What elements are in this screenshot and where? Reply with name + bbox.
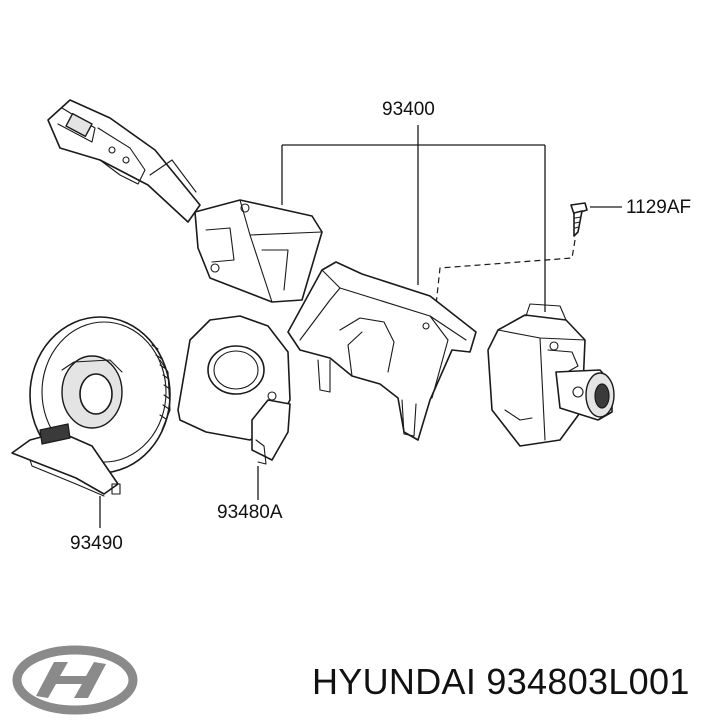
combination-lever-switch <box>47 99 323 303</box>
hyundai-logo <box>12 645 138 715</box>
label-93400: 93400 <box>382 99 435 120</box>
label-93480a: 93480A <box>217 502 283 523</box>
ignition-switch-assembly <box>487 303 615 447</box>
leader-lines-1129af <box>435 206 622 306</box>
switch-body-bracket <box>287 261 477 441</box>
product-caption: HYUNDAI 934803L001 <box>312 661 690 702</box>
label-1129af: 1129AF <box>626 197 692 218</box>
clock-spring-93490 <box>11 316 171 497</box>
steering-angle-sensor-93480a <box>177 315 291 465</box>
leader-lines-93400 <box>281 125 546 312</box>
label-93490: 93490 <box>70 533 123 554</box>
screw-1129af <box>570 202 588 237</box>
